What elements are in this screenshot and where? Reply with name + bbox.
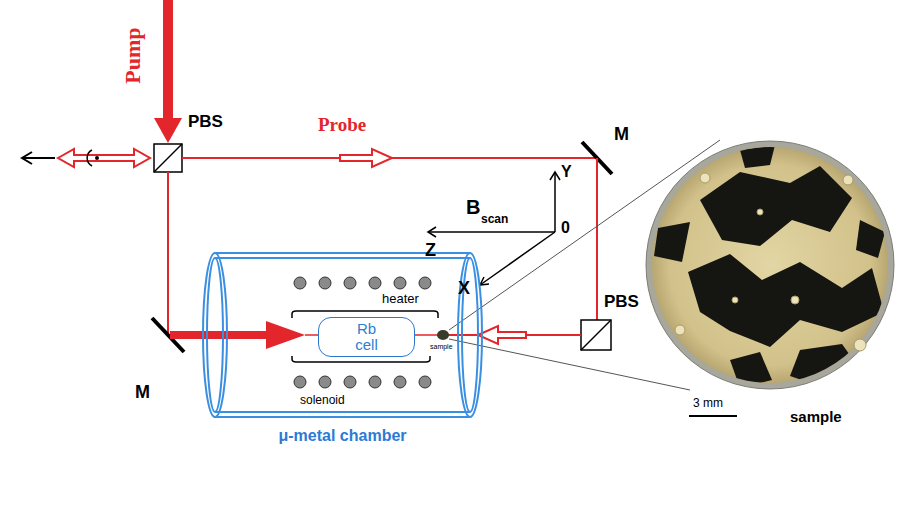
drawing-part (700, 173, 710, 183)
axis-origin: 0 (561, 219, 570, 237)
leader-line (449, 339, 690, 390)
part-name: heater (382, 292, 419, 307)
part-name: M (614, 124, 629, 145)
drawing-part (344, 277, 356, 289)
drawing-part (344, 376, 356, 388)
drawing-part (550, 172, 560, 180)
pbs-diagonal (581, 320, 611, 350)
field-subscript: scan (481, 213, 508, 227)
beam-name: Pump (120, 27, 145, 83)
scale-bar (689, 415, 737, 417)
pbs-cube (581, 320, 611, 350)
drawing-part (428, 231, 555, 233)
photo-caption: sample (790, 408, 842, 425)
chamber-wall (215, 416, 470, 418)
drawing-part (419, 376, 431, 388)
photo-bubbles (675, 173, 866, 351)
pbs-cube (154, 144, 182, 172)
pump-arrowhead (266, 321, 305, 349)
drawing-part (700, 166, 852, 246)
vapor-cell: Rb cell (318, 317, 415, 357)
pump-arrowhead (154, 118, 182, 143)
drawing-part (294, 376, 306, 388)
field-symbol: B (466, 196, 480, 219)
probe-direction-arrow (478, 326, 526, 344)
drawing-part (554, 172, 556, 232)
drawing-part (732, 297, 738, 303)
drawing-part (757, 209, 763, 215)
drawing-part (791, 296, 799, 304)
pump-arrow (170, 331, 268, 339)
beam-name: Probe (318, 114, 366, 136)
detector-dot (95, 156, 99, 160)
photo-disc (652, 147, 888, 383)
chamber-wall (207, 258, 223, 412)
chamber-label: μ-metal chamber (278, 427, 406, 445)
chamber-wall (215, 411, 470, 413)
drawing-part (790, 344, 862, 387)
signal-arrowhead (22, 152, 32, 164)
drawing-part (394, 376, 406, 388)
coordinate-axes (428, 172, 560, 285)
drawing-part (740, 145, 775, 168)
drawing-part (319, 376, 331, 388)
part-name: solenoid (300, 394, 345, 408)
part-name: PBS (604, 292, 639, 312)
drawing-part (854, 339, 866, 351)
chamber-wall (458, 253, 482, 417)
sample-blob (437, 330, 449, 340)
drawing-part (319, 277, 331, 289)
part-name: PBS (188, 112, 223, 132)
drawing-part (843, 175, 853, 185)
drawing-part (369, 376, 381, 388)
part-name: M (135, 382, 150, 403)
axis-label: X (458, 278, 470, 299)
drawing-part (856, 220, 885, 258)
drawing-part (688, 254, 884, 347)
axis-label: Z (425, 240, 436, 261)
chamber-wall (203, 253, 227, 417)
pbs-diagonal (154, 144, 182, 172)
scale-label: 3 mm (693, 397, 723, 411)
drawing-part (394, 277, 406, 289)
probe-beam (596, 158, 598, 320)
drawing-part (419, 277, 431, 289)
drawing-part (294, 277, 306, 289)
solenoid-windings (294, 277, 431, 388)
detector-symbol (87, 150, 92, 166)
signal-arrow (22, 157, 55, 159)
part-name: sample (430, 343, 453, 351)
drawing-part (428, 227, 436, 237)
pump-arrow (163, 0, 173, 120)
cell-label: Rb cell (348, 321, 386, 353)
output-arrow (58, 149, 150, 167)
drawing-part (480, 277, 489, 285)
drawing-part (675, 325, 685, 335)
drawing-part (730, 352, 772, 388)
pump-beam (167, 172, 169, 335)
drawing-part (480, 232, 555, 285)
photo-rim (646, 141, 894, 389)
axis-label: Y (561, 163, 572, 181)
probe-direction-arrow (340, 149, 392, 167)
photo-patches (654, 145, 885, 388)
drawing-part (654, 222, 690, 262)
drawing-part (369, 277, 381, 289)
